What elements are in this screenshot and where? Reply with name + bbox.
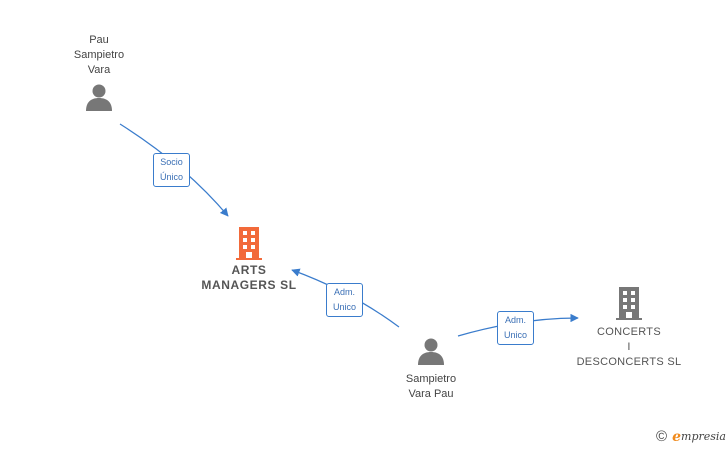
edge-label-socio-unico[interactable]: Socio Único — [153, 153, 191, 187]
person-icon — [418, 338, 444, 365]
node-label: Pau Sampietro Vara — [73, 34, 125, 76]
building-icon — [236, 227, 262, 260]
person-icon — [86, 84, 112, 111]
brand-logo-e: e — [672, 428, 682, 445]
building-icon — [616, 287, 642, 320]
node-company-concerts[interactable]: CONCERTS I DESCONCERTS SL — [570, 286, 688, 370]
node-label: Sampietro Vara Pau — [405, 373, 457, 400]
node-person-sampietro[interactable]: Sampietro Vara Pau — [386, 336, 476, 402]
brand-logo-text: mpresia — [681, 430, 726, 443]
copyright-icon: © — [656, 428, 668, 445]
edge-label-adm-unico-concerts[interactable]: Adm. Unico — [497, 311, 535, 345]
node-person-pau[interactable]: Pau Sampietro Vara — [58, 33, 140, 112]
node-company-arts[interactable]: ARTS MANAGERS SL — [190, 226, 308, 293]
node-label: CONCERTS I DESCONCERTS SL — [576, 326, 682, 368]
brand-watermark: © e mpresia — [656, 428, 726, 445]
edge-label-adm-unico-arts[interactable]: Adm. Unico — [326, 283, 364, 317]
node-label: ARTS MANAGERS SL — [201, 263, 297, 292]
